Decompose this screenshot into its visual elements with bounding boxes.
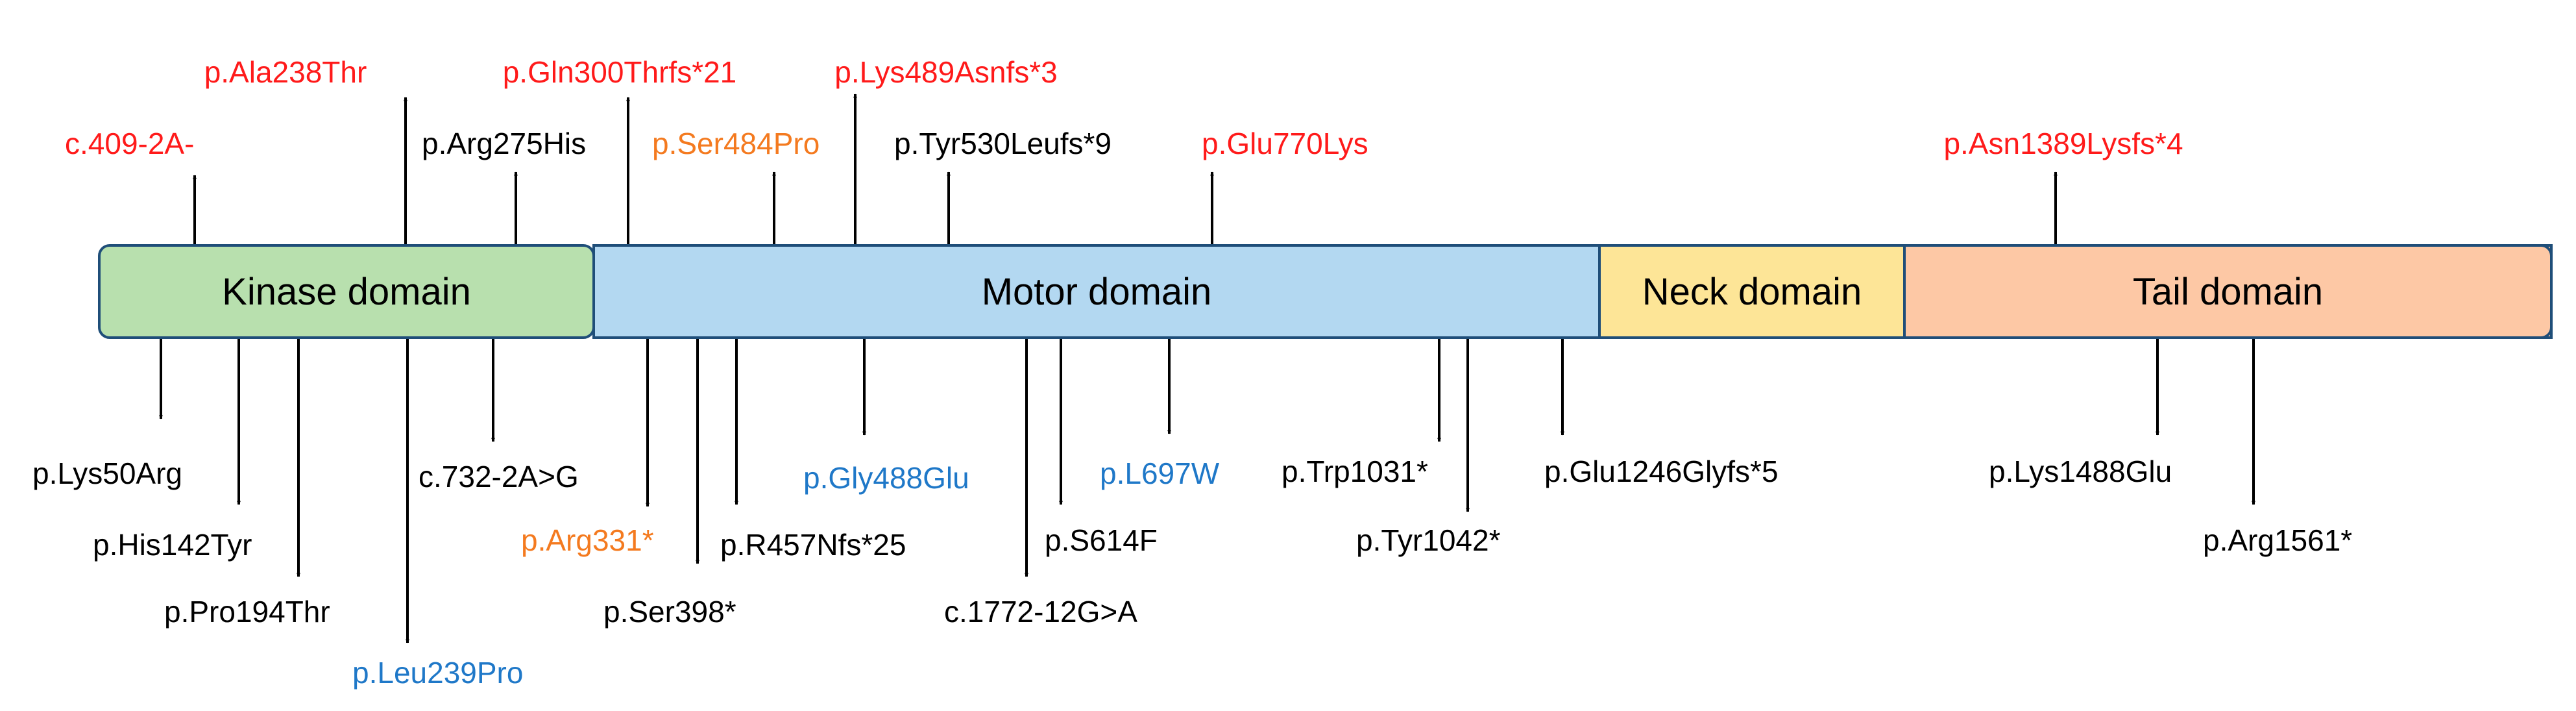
tail-domain-end-fill xyxy=(2523,247,2540,336)
mutation-label-p-gly488glu: p.Gly488Glu xyxy=(803,461,969,495)
mutation-arrows xyxy=(159,94,2255,643)
tail-domain-box xyxy=(1903,244,2553,339)
neck-domain-label: Neck domain xyxy=(1642,271,1862,313)
mutation-label-p-ser398: p.Ser398* xyxy=(603,595,736,629)
mutation-label-p-r457nfs-25: p.R457Nfs*25 xyxy=(720,528,906,562)
mutation-label-p-lys489asnfs-3: p.Lys489Asnfs*3 xyxy=(834,55,1058,89)
motor-domain-label: Motor domain xyxy=(982,271,1212,313)
kinase-domain-label: Kinase domain xyxy=(222,271,471,313)
tail-domain-label: Tail domain xyxy=(2133,271,2323,313)
mutation-label-p-s614f: p.S614F xyxy=(1045,523,1158,557)
mutation-labels: c.409-2A-p.Ala238Thr p.Arg275His p.Gln300T… xyxy=(32,55,2352,690)
mutation-label-p-ala238thr: p.Ala238Thr xyxy=(204,55,367,89)
mutation-label-p-glu1246glyfs-5: p.Glu1246Glyfs*5 xyxy=(1544,455,1779,488)
mutation-label-p-l697w: p.L697W xyxy=(1100,456,1220,490)
mutation-label-c-732-2a-g: c.732-2A>G xyxy=(419,460,579,493)
mutation-label-c-409-2a: c.409-2A- xyxy=(65,127,194,160)
mutation-label-p-pro194thr: p.Pro194Thr xyxy=(164,595,330,629)
mutation-label-p-asn1389lysfs-4: p.Asn1389Lysfs*4 xyxy=(1943,127,2183,160)
protein-bar: Kinase domain Motor domain Neck domain Tail… xyxy=(98,244,2553,339)
mutation-label-p-gln300thrfs-21: p.Gln300Thrfs*21 xyxy=(503,55,737,89)
mutation-label-p-tyr1042: p.Tyr1042* xyxy=(1356,523,1501,557)
mutation-label-p-tyr530leufs-9: p.Tyr530Leufs*9 xyxy=(894,127,1112,160)
neck-domain-box xyxy=(1598,244,1906,339)
mutation-label-p-leu239pro: p.Leu239Pro xyxy=(352,656,523,690)
mutation-label-p-arg331: p.Arg331* xyxy=(521,523,654,557)
mutation-label-p-glu770lys: p.Glu770Lys xyxy=(1202,127,1368,160)
mutation-label-c-1772-12g-a: c.1772-12G>A xyxy=(944,595,1137,629)
mutation-label-p-arg275his: p.Arg275His xyxy=(422,127,586,160)
mutation-label-p-arg1561: p.Arg1561* xyxy=(2203,523,2352,557)
mutation-label-p-trp1031: p.Trp1031* xyxy=(1282,455,1428,488)
motor-domain-box xyxy=(592,244,1601,339)
mutation-label-p-his142tyr: p.His142Tyr xyxy=(93,528,252,562)
mutation-label-p-lys50arg: p.Lys50Arg xyxy=(32,456,182,490)
mutation-label-p-ser484pro: p.Ser484Pro xyxy=(652,127,820,160)
mutation-label-p-lys1488glu: p.Lys1488Glu xyxy=(1989,455,2172,488)
